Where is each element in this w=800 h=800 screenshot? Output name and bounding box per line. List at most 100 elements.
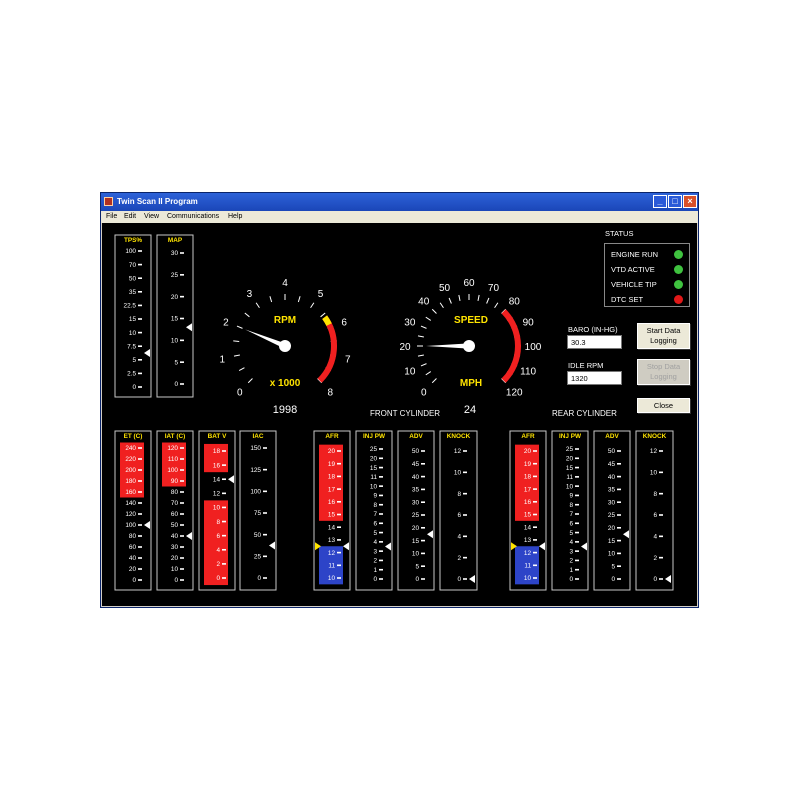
- bar-tps-tick: [138, 263, 142, 266]
- rpm-tick: [233, 340, 240, 342]
- bar-iat-tick: [180, 491, 184, 493]
- bar-iat-tick: [180, 535, 184, 537]
- bar-front-inj-pw-tick-label: 0: [373, 576, 377, 583]
- start-logging-button[interactable]: Start Data Logging: [637, 323, 690, 349]
- menu-bar: File Edit View Communications Help: [101, 211, 698, 223]
- bar-front-adv-tick-label: 25: [412, 512, 420, 519]
- bar-rear-afr-tick-label: 10: [524, 575, 532, 582]
- bar-rear-afr-tick-label: 12: [524, 550, 532, 557]
- bar-rear-knock-tick: [659, 514, 663, 516]
- bar-front-knock-tick: [463, 492, 467, 495]
- bar-front-knock-tick-label: 2: [457, 555, 461, 562]
- speed-tick-label: 90: [523, 318, 535, 329]
- minimize-button[interactable]: _: [653, 195, 667, 208]
- bar-tps-tick: [138, 359, 142, 361]
- bar-rear-inj-pw-tick-label: 10: [566, 483, 574, 490]
- bar-iat-tick-label: 80: [171, 489, 179, 496]
- bar-front-inj-pw-tick: [379, 568, 383, 571]
- bar-et-tick-label: 60: [129, 544, 137, 551]
- bar-iat-tick-label: 40: [171, 533, 179, 540]
- bar-front-adv-tick-label: 0: [415, 576, 419, 583]
- bar-rear-adv-tick: [617, 578, 621, 580]
- bar-front-afr-tick: [337, 488, 341, 490]
- speed-tick: [486, 297, 490, 304]
- bar-rear-afr-tick: [533, 488, 537, 490]
- close-button[interactable]: Close: [637, 398, 690, 413]
- stop-logging-button[interactable]: Stop Data Logging: [637, 359, 690, 385]
- status-box: ENGINE RUN VTD ACTIVE VEHICLE TIP DTC SE…: [604, 243, 690, 307]
- bar-et-tick-label: 80: [129, 533, 137, 540]
- title-bar[interactable]: Twin Scan II Program _ □ ×: [101, 193, 698, 211]
- bar-front-knock-tick: [463, 450, 467, 452]
- bar-front-adv-tick: [421, 514, 425, 516]
- bar-iac-tick: [263, 577, 267, 579]
- bar-tps-tick-label: 0: [132, 384, 136, 391]
- speed-tick: [448, 297, 452, 304]
- bar-rear-afr-tick: [533, 539, 537, 541]
- bar-iac-tick: [263, 533, 267, 536]
- bar-rear-inj-pw-tick: [575, 541, 579, 543]
- bar-iat-tick: [180, 458, 184, 460]
- menu-view[interactable]: View: [144, 213, 160, 220]
- idle-rpm-field[interactable]: 1320: [567, 371, 622, 385]
- close-window-button[interactable]: ×: [683, 195, 697, 208]
- menu-help[interactable]: Help: [228, 213, 243, 220]
- bar-iat-tick-label: 10: [171, 566, 179, 573]
- bar-et-tick: [138, 557, 142, 559]
- status-vtd-active: VTD ACTIVE: [611, 265, 655, 274]
- bar-map-frame: [156, 234, 194, 398]
- bar-rear-adv-pointer-icon: [623, 530, 629, 539]
- bar-rear-inj-pw-tick-label: 1: [569, 567, 573, 574]
- bar-iac-tick-label: 100: [250, 489, 261, 496]
- bar-iat-tick: [180, 579, 184, 581]
- baro-field[interactable]: 30.3: [567, 335, 622, 349]
- bar-front-afr-tick-label: 14: [328, 524, 336, 531]
- bar-rear-knock-pointer-icon: [665, 575, 671, 583]
- bar-front-afr-tick: [337, 450, 341, 452]
- bar-et-tick-label: 240: [125, 445, 136, 452]
- bar-tps-tick-label: 22.5: [124, 303, 137, 310]
- bar-iat-band: [162, 442, 186, 487]
- bar-bat-v-tick-label: 12: [213, 491, 221, 498]
- bar-front-knock-tick-label: 12: [454, 448, 462, 455]
- bar-tps-tick-label: 35: [129, 289, 137, 296]
- bar-rear-knock-frame: [635, 430, 674, 591]
- menu-edit[interactable]: Edit: [124, 213, 137, 220]
- bar-et-tick-label: 20: [129, 566, 137, 573]
- menu-file[interactable]: File: [106, 213, 118, 220]
- bar-rear-knock-tick: [659, 450, 663, 452]
- bar-bat-v-label: BAT V: [208, 433, 227, 440]
- bar-front-inj-pw-tick: [379, 541, 383, 543]
- bar-tps-tick: [138, 386, 142, 388]
- bar-iac-tick: [263, 490, 267, 493]
- bar-front-afr-tick: [337, 462, 341, 465]
- bar-rear-knock-tick: [659, 471, 663, 474]
- maximize-button[interactable]: □: [668, 195, 682, 208]
- start-logging-line2: Logging: [650, 336, 677, 345]
- bar-tps-tick: [138, 291, 142, 293]
- bar-et-tick: [138, 480, 142, 482]
- rpm-tick: [236, 325, 243, 329]
- bar-rear-afr-label: AFR: [521, 433, 535, 440]
- bar-map-label: MAP: [168, 237, 183, 244]
- bar-tps-tick-label: 7.5: [127, 343, 136, 350]
- bar-map-tick: [180, 383, 184, 385]
- bar-iat-pointer-icon: [186, 532, 192, 540]
- bar-front-inj-pw-tick-label: 9: [373, 493, 377, 500]
- speed-tick-label: 120: [506, 387, 523, 398]
- bar-front-inj-pw-tick-label: 5: [373, 530, 377, 537]
- bar-rear-adv-tick: [617, 539, 621, 542]
- menu-communications[interactable]: Communications: [167, 213, 220, 220]
- bar-tps-frame: [114, 234, 152, 398]
- bar-rear-inj-pw-tick-label: 6: [569, 520, 573, 527]
- bar-front-inj-pw-tick-label: 8: [373, 502, 377, 509]
- rpm-tick-label: 4: [282, 278, 288, 289]
- front-cylinder-title: FRONT CYLINDER: [370, 409, 440, 418]
- bar-front-adv-tick-label: 35: [412, 487, 420, 494]
- bar-rear-knock-tick-label: 8: [653, 491, 657, 498]
- bar-front-inj-pw-tick: [379, 457, 383, 460]
